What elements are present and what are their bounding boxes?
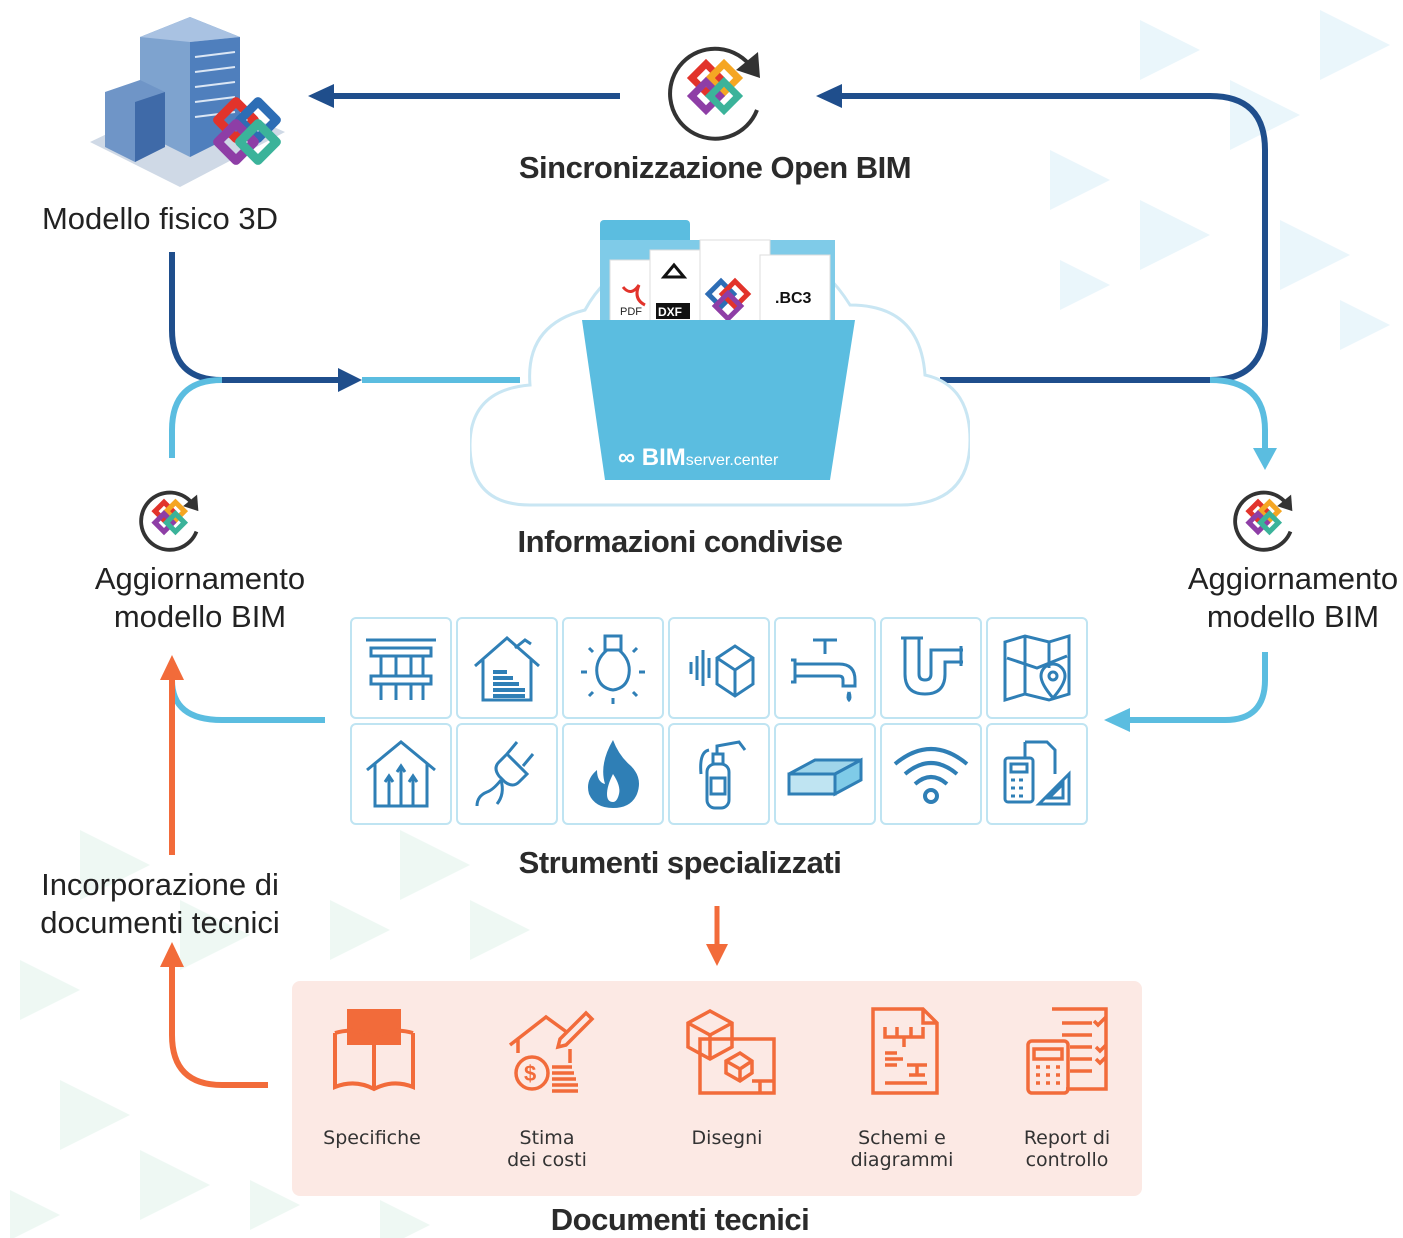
report-icon	[1026, 1007, 1108, 1095]
label-incorporazione: Incorporazione di documenti tecnici	[40, 867, 280, 940]
tool-acoustic[interactable]	[668, 617, 770, 719]
tool-duct[interactable]	[774, 723, 876, 825]
lighting-icon	[581, 634, 645, 704]
tool-ventilation[interactable]	[350, 723, 452, 825]
tool-fire[interactable]	[562, 723, 664, 825]
tool-energy[interactable]	[456, 617, 558, 719]
energy-house-icon	[474, 636, 540, 702]
doc-label: Specifiche	[323, 1127, 421, 1149]
tool-wifi[interactable]	[880, 723, 982, 825]
label-strumenti: Strumenti specializzati	[518, 845, 842, 880]
doc-label: Schemi e diagrammi	[850, 1127, 954, 1171]
wifi-icon	[893, 747, 969, 804]
doc-specifiche[interactable]: Specifiche	[297, 981, 447, 1196]
label-documenti: Documenti tecnici	[550, 1202, 810, 1237]
cloud-folder-illustration: PDF DXF .BC3 ∞ BIMserver.center	[470, 220, 970, 507]
book-icon	[333, 1009, 415, 1092]
doc-stima-costi[interactable]: $ Stima dei costi	[472, 981, 622, 1196]
tool-electric[interactable]	[456, 723, 558, 825]
bimserver-brand: ∞ BIMserver.center	[618, 444, 779, 471]
structure-icon	[366, 638, 436, 700]
tools-grid	[350, 617, 1088, 825]
label-informazioni: Informazioni condivise	[517, 524, 843, 559]
tool-water[interactable]	[774, 617, 876, 719]
tool-drainage[interactable]	[880, 617, 982, 719]
duct-icon	[787, 757, 863, 797]
acoustic-icon	[689, 644, 755, 698]
label-sincronizzazione: Sincronizzazione Open BIM	[518, 150, 912, 185]
tool-extinguisher[interactable]	[668, 723, 770, 825]
label-modello-fisico: Modello fisico 3D	[41, 201, 279, 236]
update-sync-icon-left	[139, 490, 199, 552]
file-dxf-label: DXF	[658, 305, 682, 319]
drainage-pipe-icon	[901, 636, 963, 696]
drawings-icon	[686, 1009, 776, 1095]
file-pdf-label: PDF	[620, 306, 642, 318]
ventilation-house-icon	[366, 740, 436, 808]
fire-icon	[588, 740, 639, 808]
doc-report[interactable]: Report di controllo	[992, 981, 1142, 1196]
building-3d-icon	[90, 17, 285, 187]
tool-calculator[interactable]	[986, 723, 1088, 825]
electric-plug-icon	[475, 741, 535, 807]
tool-map[interactable]	[986, 617, 1088, 719]
doc-schemi[interactable]: Schemi e diagrammi	[827, 981, 977, 1196]
water-tap-icon	[791, 638, 857, 703]
fire-extinguisher-icon	[699, 740, 747, 810]
doc-label: Disegni	[691, 1127, 763, 1149]
svg-text:$: $	[524, 1061, 536, 1086]
label-aggiornamento-left: Aggiornamento modello BIM	[94, 561, 306, 634]
doc-label: Report di controllo	[1023, 1127, 1111, 1171]
openbim-sync-icon	[668, 46, 760, 141]
doc-label: Stima dei costi	[507, 1127, 587, 1171]
documents-panel: Specifiche $ Stima dei costi Disegni Sch…	[292, 981, 1142, 1196]
tool-structure[interactable]	[350, 617, 452, 719]
map-location-icon	[1003, 633, 1071, 703]
tool-lighting[interactable]	[562, 617, 664, 719]
cost-estimate-icon: $	[508, 1010, 595, 1093]
file-bc3-label: .BC3	[775, 290, 812, 307]
calculator-ruler-icon	[1003, 740, 1071, 806]
label-aggiornamento-right: Aggiornamento modello BIM	[1187, 561, 1399, 634]
update-sync-icon-right	[1233, 490, 1293, 552]
doc-disegni[interactable]: Disegni	[652, 981, 802, 1196]
schematic-icon	[871, 1007, 939, 1095]
